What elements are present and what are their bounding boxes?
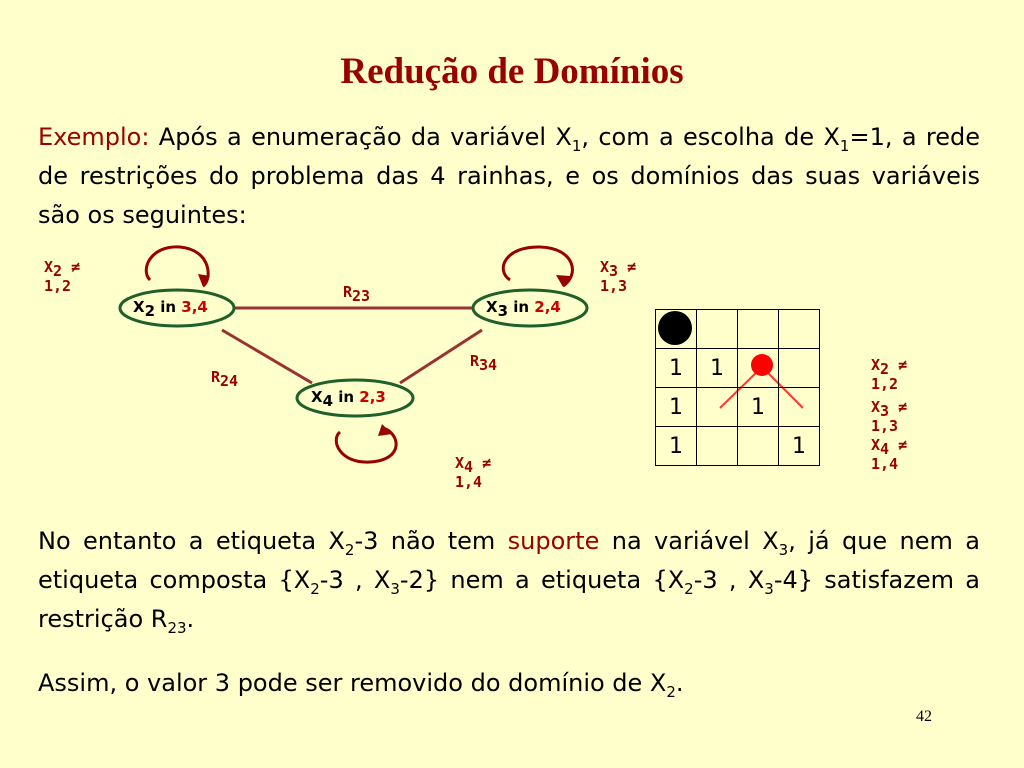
side-label-x4: X4 ≠1,4 [871, 436, 908, 473]
board-cell: 1 [655, 387, 697, 427]
node-x2 [118, 288, 236, 328]
unary-label-x4: X4 ≠1,4 [455, 454, 492, 491]
board-row: 1 1 [655, 387, 820, 427]
intro-sub: 1 [839, 136, 850, 155]
edge-r24 [221, 328, 313, 385]
node-x4 [295, 378, 415, 418]
board-cell [737, 348, 779, 388]
edge-label-r34: R34 [470, 352, 498, 374]
board-cell: 1 [737, 387, 779, 427]
board-cell [696, 387, 738, 427]
edge-r34 [399, 328, 483, 385]
intro-text: , com a escolha de X [581, 123, 840, 151]
intro-paragraph: Exemplo: Após a enumeração da variável X… [38, 118, 980, 235]
conclusion-paragraph: Assim, o valor 3 pode ser removido do do… [38, 669, 684, 701]
board-cell: 1 [655, 426, 697, 466]
board-row [655, 309, 820, 349]
board-cell: 1 [696, 348, 738, 388]
loop-arrow-x3 [556, 275, 570, 287]
page-number: 42 [916, 708, 932, 725]
board-cell [737, 426, 779, 466]
intro-text: =1, a rede de restrições do problema das… [38, 123, 981, 229]
side-label-x2: X2 ≠1,2 [871, 356, 908, 393]
edge-label-r23: R23 [343, 283, 371, 305]
board-cell [696, 309, 738, 349]
board-cell: 1 [778, 426, 820, 466]
node-x4-label: X4 in 2,3 [311, 388, 386, 410]
example-label: Exemplo: [38, 123, 150, 151]
self-loop-x2 [144, 245, 210, 288]
side-label-x3: X3 ≠1,3 [871, 398, 908, 435]
unary-label-x3: X3 ≠1,3 [600, 258, 637, 295]
loop-arrow-x4 [378, 424, 392, 436]
self-loop-x3 [501, 245, 574, 288]
queens-board: 1 1 1 1 1 1 [655, 309, 820, 466]
board-cell [778, 309, 820, 349]
node-x3 [471, 288, 589, 328]
node-x3-label: X3 in 2,4 [486, 298, 561, 320]
board-cell [696, 426, 738, 466]
slide-title: Redução de Domínios [340, 51, 684, 92]
p2-text: No entanto a etiqueta X [38, 527, 345, 555]
board-cell [778, 348, 820, 388]
unary-label-x2: X2 ≠1,2 [44, 258, 81, 295]
loop-arrow-x2 [198, 274, 210, 287]
intro-sub: 1 [571, 136, 582, 155]
board-cell [737, 309, 779, 349]
support-keyword: suporte [507, 527, 600, 555]
self-loop-x4 [334, 426, 398, 464]
support-paragraph: No entanto a etiqueta X2-3 não tem supor… [38, 527, 981, 637]
edge-label-r24: R24 [211, 368, 239, 390]
node-x2-label: X2 in 3,4 [133, 298, 208, 320]
board-row: 1 1 [655, 348, 820, 388]
board-cell [655, 309, 697, 349]
board-row: 1 1 [655, 426, 820, 466]
intro-text: Após a enumeração da variável X [149, 123, 572, 151]
board-cell [778, 387, 820, 427]
board-cell: 1 [655, 348, 697, 388]
